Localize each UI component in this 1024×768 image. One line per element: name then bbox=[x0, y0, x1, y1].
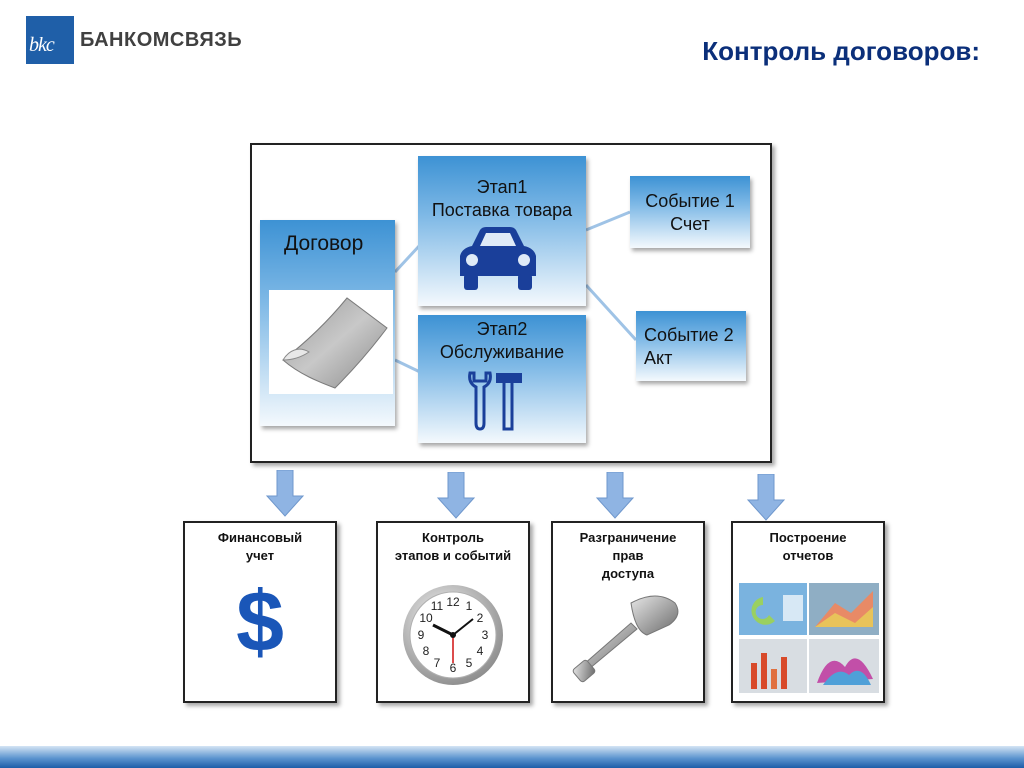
connector-contract-stage2 bbox=[394, 358, 421, 374]
event2-subtitle: Акт bbox=[644, 348, 673, 368]
down-arrow-icon bbox=[746, 474, 786, 521]
svg-text:1: 1 bbox=[466, 599, 473, 613]
connector-contract-stage1 bbox=[393, 243, 422, 274]
svg-text:8: 8 bbox=[423, 644, 430, 658]
event2-title: Событие 2 bbox=[644, 325, 734, 345]
svg-text:3: 3 bbox=[482, 628, 489, 642]
tools-icon bbox=[468, 371, 522, 431]
svg-text:10: 10 bbox=[419, 611, 433, 625]
connector-stage1-event1 bbox=[585, 210, 631, 232]
svg-text:12: 12 bbox=[446, 595, 460, 609]
feature-title: Разграничение прав доступа bbox=[579, 530, 677, 581]
key-icon bbox=[572, 595, 679, 683]
feature-card-financial: Финансовый учет $ bbox=[183, 521, 337, 703]
company-logo: bkc БАНКОМСВЯЗЬ bbox=[26, 16, 242, 64]
stage2-subtitle: Обслуживание bbox=[439, 342, 565, 362]
svg-text:9: 9 bbox=[418, 628, 425, 642]
stage1-title: Этап1 bbox=[476, 177, 528, 197]
connector-stage1-event2 bbox=[584, 283, 638, 342]
event2-box: Событие 2 Акт bbox=[636, 311, 746, 381]
svg-text:6: 6 bbox=[450, 661, 457, 675]
stage1-subtitle: Поставка товара bbox=[431, 200, 573, 220]
car-icon bbox=[460, 227, 536, 290]
svg-text:11: 11 bbox=[431, 599, 444, 613]
stage2-title: Этап2 bbox=[476, 319, 528, 339]
svg-text:5: 5 bbox=[466, 656, 473, 670]
document-paper-icon bbox=[269, 290, 393, 394]
page-title: Контроль договоров: bbox=[702, 36, 980, 66]
footer-bar bbox=[0, 746, 1024, 768]
svg-text:2: 2 bbox=[477, 611, 484, 625]
feature-title: Финансовый учет bbox=[217, 530, 303, 563]
svg-text:7: 7 bbox=[434, 656, 441, 670]
contract-label: Договор bbox=[284, 232, 364, 255]
logo-mark-icon: bkc bbox=[26, 16, 74, 64]
feature-card-access: Разграничение прав доступа bbox=[551, 521, 705, 703]
stage2-box: Этап2 Обслуживание bbox=[418, 315, 586, 443]
dollar-icon: $ bbox=[236, 574, 284, 670]
svg-text:4: 4 bbox=[477, 644, 484, 658]
event1-box: Событие 1 Счет bbox=[630, 176, 750, 248]
contract-box: Договор bbox=[260, 220, 395, 426]
event1-title: Событие 1 bbox=[645, 191, 735, 211]
feature-title: Контроль этапов и событий bbox=[394, 530, 512, 563]
down-arrow-icon bbox=[265, 470, 305, 517]
feature-card-reports: Построение отчетов bbox=[731, 521, 885, 703]
charts-icon bbox=[739, 583, 879, 693]
event1-subtitle: Счет bbox=[670, 214, 710, 234]
down-arrow-icon bbox=[436, 472, 476, 519]
stage1-box: Этап1 Поставка товара bbox=[418, 156, 586, 306]
feature-title: Построение отчетов bbox=[769, 530, 847, 563]
logo-text: БАНКОМСВЯЗЬ bbox=[80, 28, 243, 51]
down-arrow-icon bbox=[595, 472, 635, 519]
